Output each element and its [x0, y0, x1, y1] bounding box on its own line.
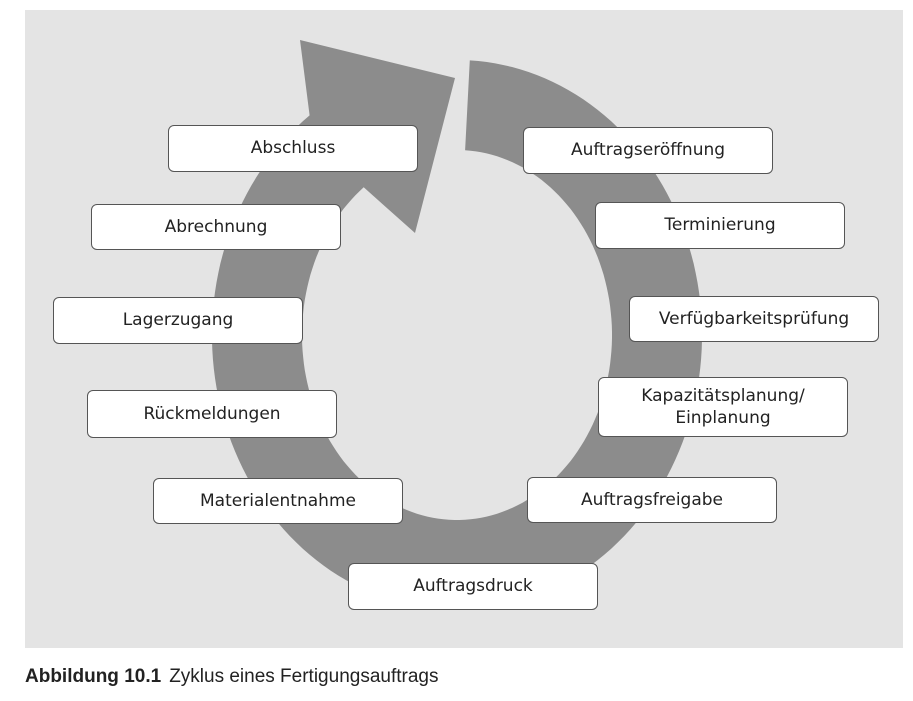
step-auftragseroeffnung: Auftragseröffnung [523, 127, 773, 174]
step-materialentnahme: Materialentnahme [153, 478, 403, 524]
cycle-arrow-shape [212, 40, 702, 610]
step-abrechnung: Abrechnung [91, 204, 341, 250]
caption-text: Zyklus eines Fertigungsauftrags [169, 666, 439, 687]
step-terminierung: Terminierung [595, 202, 845, 249]
caption-number: Abbildung 10.1 [25, 666, 162, 687]
step-auftragsdruck: Auftragsdruck [348, 563, 598, 610]
step-verfuegbarkeitspruefung: Verfügbarkeitsprüfung [629, 296, 879, 342]
step-auftragsfreigabe: Auftragsfreigabe [527, 477, 777, 523]
step-abschluss: Abschluss [168, 125, 418, 172]
step-kapazitaetsplanung: Kapazitätsplanung/ Einplanung [598, 377, 848, 437]
step-lagerzugang: Lagerzugang [53, 297, 303, 344]
figure-caption: Abbildung 10.1 Zyklus eines Fertigungsauf… [25, 666, 438, 688]
step-rueckmeldungen: Rückmeldungen [87, 390, 337, 438]
